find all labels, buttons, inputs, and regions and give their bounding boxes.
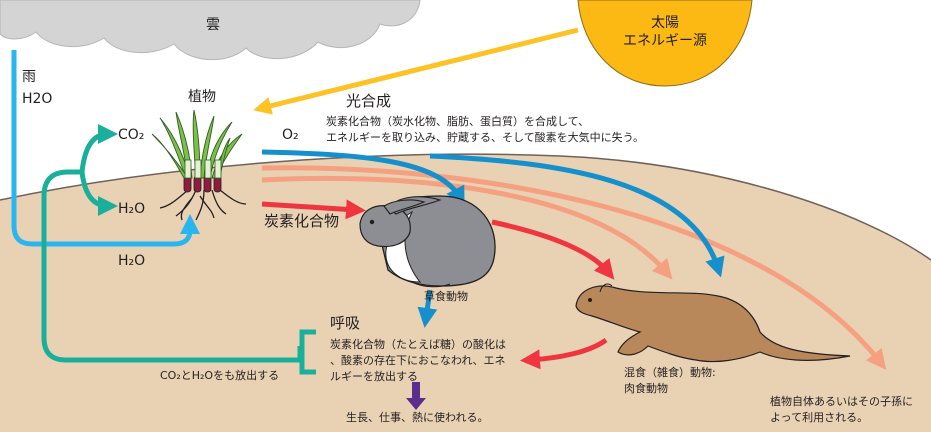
carbon-to-respiration-arrow [520,337,608,370]
omnivore-label: 混食（雑食）動物: 肉食動物 [624,365,716,397]
carbon-to-omnivore-arrow [491,219,615,280]
carbon-to-herbivore-arrow [261,199,366,220]
co2-to-plant-arrow [79,124,118,173]
photosynthesis-label: 光合成 [346,92,392,110]
cloud-label: 雲 [206,17,220,33]
release-label: CO₂とH₂Oをも放出する [160,369,280,382]
ground-edge [0,153,931,261]
omnivore-label-line1: 混食（雑食）動物: [624,366,716,379]
sun-label-line1: 太陽 [651,15,679,31]
oxygen-to-omnivore-arrow [429,153,725,278]
co2-release-loop-arrow [41,169,303,363]
o2-label: O₂ [282,127,299,143]
carbon-compounds-label: 炭素化合物 [264,212,340,230]
plant-to-omnivore-salmon-arrow [261,175,673,280]
sun-label-line2: エネルギー源 [623,33,707,49]
plant-label: 植物 [188,89,216,105]
omnivore-label-line2: 肉食動物 [624,382,668,395]
sun-icon [577,0,753,87]
sunlight-arrow [253,27,579,115]
usage-label: 生長、仕事、熱に使われる。 [346,411,489,424]
respiration-desc-line3: ルギーを放出する [330,370,418,383]
rain-h2o-label: H2O [22,91,53,107]
respiration-description: 炭素化合物（たとえば糖）の酸化は 、酸素の存在下におこなわれ、エネ ルギーを放出… [330,337,506,385]
herbivore-to-respiration-arrow [417,289,438,328]
rain-water-arrow [11,50,200,247]
co2-label: CO₂ [118,127,145,143]
sun-label: 太陽 エネルギー源 [600,14,730,50]
cloud-icon [0,0,421,61]
photosynthesis-desc-line2: エネルギーを取り込み、貯蔵する、そして酸素を大気中に失う。 [326,131,645,144]
weasel-icon [575,283,851,363]
plant-use-label-line1: 植物自体あるいはその子孫に [770,395,913,408]
respiration-desc-line1: 炭素化合物（たとえば糖）の酸化は [330,338,506,351]
h2o-plant-label: H₂O [118,201,146,217]
photosynthesis-description: 炭素化合物（炭水化物、脂肪、蛋白質）を合成して、 エネルギーを取り込み、貯蔵する… [326,114,644,146]
respiration-desc-line2: 、酸素の存在下におこなわれ、エネ [330,354,506,367]
plant-icon [151,109,247,221]
rabbit-icon [359,195,496,288]
herbivore-label: 草食動物 [424,290,468,303]
oxygen-to-herbivore-arrow [261,149,465,207]
ground [0,154,931,432]
release-bracket [299,329,316,375]
plant-use-label: 植物自体あるいはその子孫に よって利用される。 [770,394,913,426]
plant-use-label-line2: よって利用される。 [770,411,869,424]
respiration-label: 呼吸 [330,314,361,332]
h2o-ground-label: H₂O [118,253,146,269]
rain-label: 雨 [22,69,36,85]
energy-output-arrow [406,382,426,410]
h2o-to-plant-arrow [79,171,118,216]
photosynthesis-desc-line1: 炭素化合物（炭水化物、脂肪、蛋白質）を合成して、 [326,115,590,128]
plant-self-use-arrow [261,165,887,370]
